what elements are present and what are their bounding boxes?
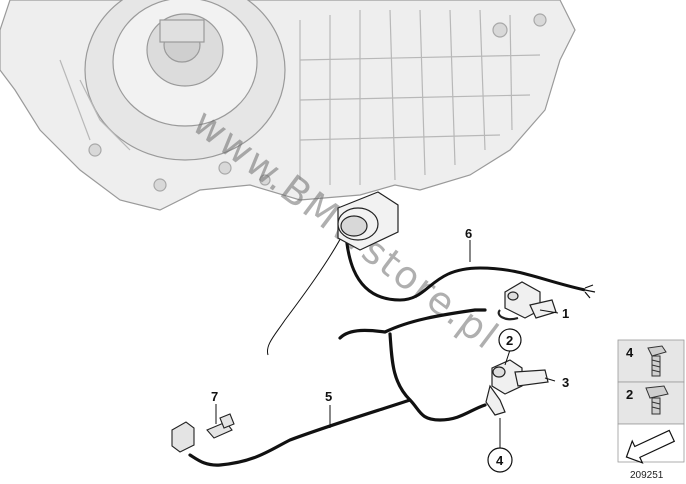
- legend-item-4-label: 4: [626, 345, 634, 360]
- callout-6: 6: [465, 226, 472, 241]
- transmission-housing: [0, 0, 576, 211]
- leader-lines: [215, 240, 559, 448]
- callout-3: 3: [562, 375, 569, 390]
- bolt-long-icon: [647, 345, 667, 377]
- callout-5: 5: [325, 389, 332, 404]
- diagram-number: 209251: [630, 470, 664, 481]
- callout-4: 4: [496, 453, 504, 468]
- callout-2: 2: [506, 333, 513, 348]
- callout-2-circle: [498, 328, 522, 352]
- part-3-sensor: [485, 359, 549, 416]
- callout-7: 7: [211, 389, 218, 404]
- legend-item-2-label: 2: [626, 387, 633, 402]
- callout-1: 1: [562, 306, 569, 321]
- part-5-hose: [188, 308, 487, 467]
- part-6-harness: [266, 191, 596, 356]
- part-7-bracket: [171, 413, 235, 453]
- arrow-icon: [625, 429, 676, 464]
- part-1-sensor: [497, 281, 557, 321]
- bolt-short-icon: [645, 385, 669, 415]
- callout-4-circle: [487, 447, 513, 473]
- fastener-legend: 4 2: [617, 339, 685, 464]
